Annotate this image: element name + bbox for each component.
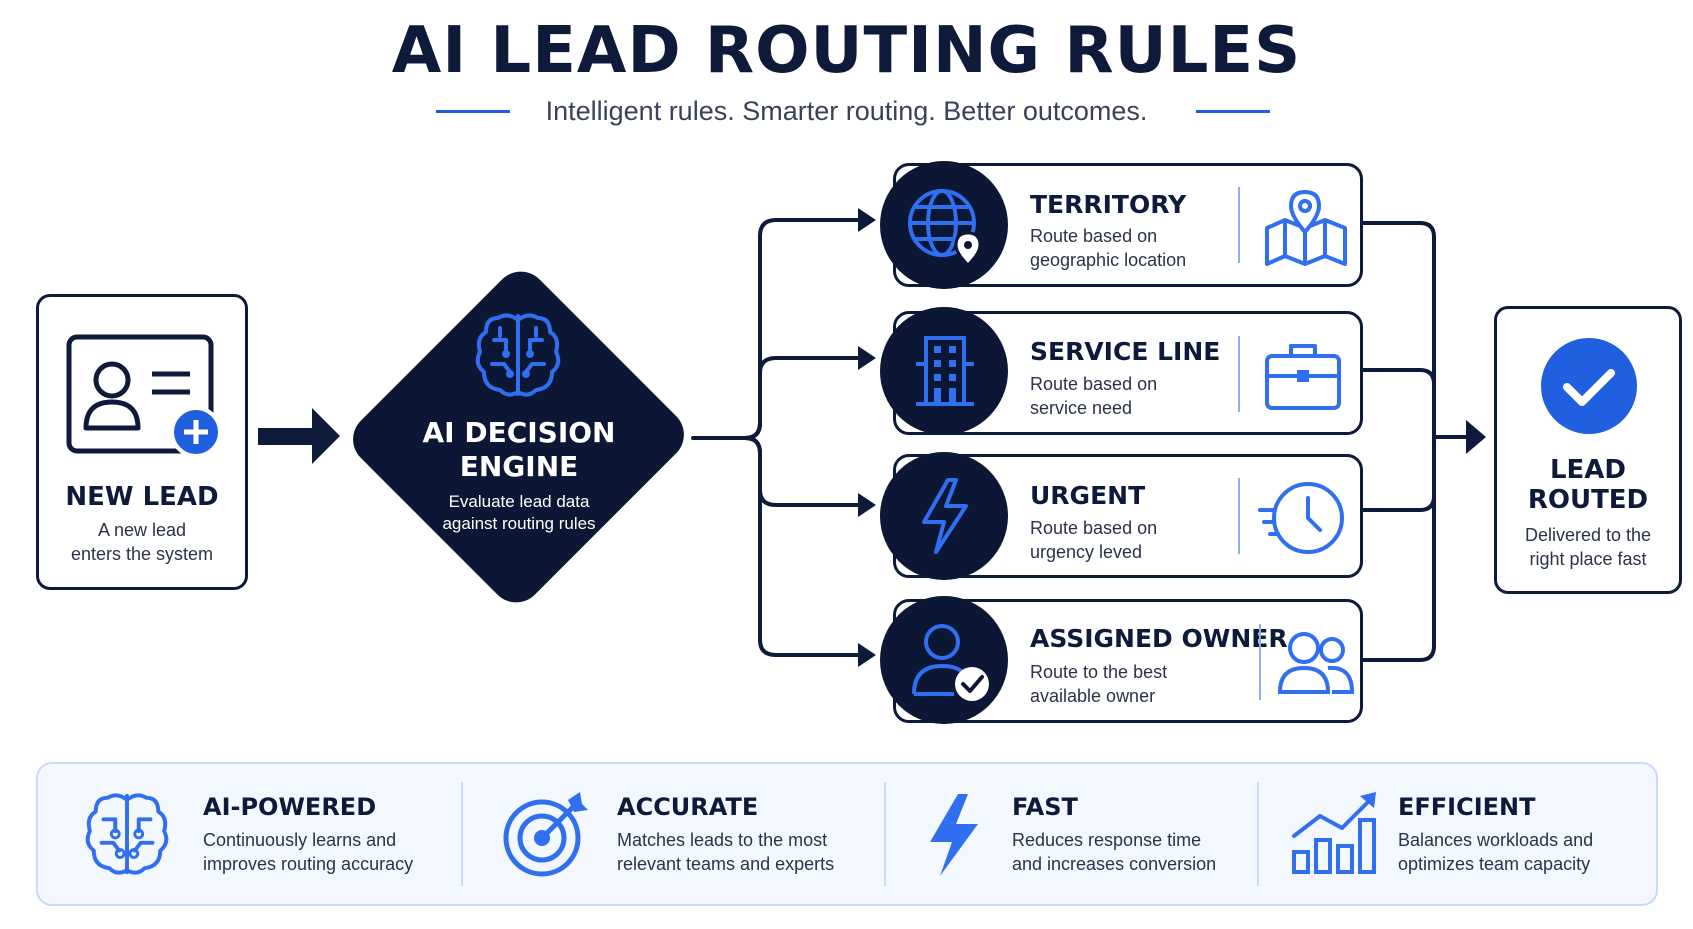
connector-assigned-owner — [743, 436, 860, 657]
rule-desc-urgent-line2: urgency leved — [1030, 542, 1143, 562]
lead-routed-title-line2: ROUTED — [1527, 485, 1649, 515]
connector-merge-service — [1361, 368, 1436, 439]
benefit-divider-3 — [1257, 782, 1259, 886]
engine-title-line1: AI DECISION — [422, 416, 616, 449]
benefit-title-efficient: EFFICIENT — [1398, 793, 1536, 821]
lead-routed-desc-line1: Delivered to the — [1524, 525, 1652, 545]
rule-desc-assigned-owner-line2: available owner — [1030, 686, 1156, 706]
new-lead-desc-line1: A new lead — [97, 520, 187, 540]
building-icon — [916, 336, 974, 406]
arrow-new-lead-to-engine — [258, 408, 340, 464]
connector-merge-urgent — [1361, 435, 1436, 512]
user-check-icon — [912, 624, 989, 701]
rule-desc-service-line-line2: service need — [1030, 398, 1133, 418]
briefcase-icon — [1265, 344, 1341, 410]
benefit-desc-accurate-line2: relevant teams and experts — [617, 854, 835, 874]
rule-title-territory: TERRITORY — [1030, 190, 1187, 219]
connector-merge-territory — [1361, 221, 1436, 439]
arrowhead-territory — [858, 208, 876, 232]
rule-desc-service-line-line1: Route based on — [1030, 374, 1158, 394]
rule-divider-service-line — [1238, 336, 1240, 412]
subtitle-rule-left — [436, 110, 510, 113]
rule-circle-urgent — [880, 452, 1008, 580]
page-subtitle: Intelligent rules. Smarter routing. Bett… — [545, 96, 1148, 126]
benefits-panel — [36, 762, 1658, 906]
arrowhead-service-line — [858, 346, 876, 370]
arrowhead-assigned-owner — [858, 643, 876, 667]
new-lead-title: NEW LEAD — [65, 482, 219, 512]
rule-divider-urgent — [1238, 478, 1240, 554]
new-lead-desc-line2: enters the system — [70, 544, 214, 564]
benefit-title-accurate: ACCURATE — [617, 793, 759, 821]
globe-pin-icon — [908, 189, 982, 268]
benefit-divider-2 — [884, 782, 886, 886]
check-circle-icon — [1541, 338, 1637, 434]
benefit-desc-accurate-line1: Matches leads to the most — [617, 830, 828, 850]
connector-merge-owner — [1361, 435, 1436, 662]
fast-clock-icon — [1258, 482, 1344, 554]
lightning-icon — [930, 794, 978, 876]
target-icon — [503, 792, 588, 877]
benefit-desc-ai-powered-line1: Continuously learns and — [203, 830, 397, 850]
rule-desc-territory-line1: Route based on — [1030, 226, 1158, 246]
benefit-title-ai-powered: AI-POWERED — [203, 793, 377, 821]
rule-circle-service-line — [880, 307, 1008, 435]
rule-divider-assigned-owner — [1259, 624, 1261, 700]
benefit-desc-fast-line2: and increases conversion — [1012, 854, 1217, 874]
brain-circuit-icon — [85, 793, 169, 875]
growth-chart-icon — [1292, 792, 1376, 874]
engine-desc-line2: against routing rules — [442, 514, 596, 533]
page-title: AI LEAD ROUTING RULES — [391, 14, 1302, 88]
rule-desc-assigned-owner-line1: Route to the best — [1030, 662, 1168, 682]
map-pin-icon — [1265, 190, 1347, 266]
arrowhead-to-routed — [1466, 420, 1486, 454]
engine-desc-line1: Evaluate lead data — [448, 492, 590, 511]
lead-routed-desc-line2: right place fast — [1529, 549, 1647, 569]
rule-divider-territory — [1238, 187, 1240, 263]
benefit-desc-efficient-line1: Balances workloads and — [1398, 830, 1594, 850]
arrowhead-urgent — [858, 493, 876, 517]
benefit-desc-efficient-line2: optimizes team capacity — [1398, 854, 1591, 874]
rule-desc-territory-line2: geographic location — [1030, 250, 1187, 270]
benefit-title-fast: FAST — [1012, 793, 1078, 821]
users-icon — [1277, 632, 1355, 694]
benefit-divider-1 — [461, 782, 463, 886]
connector-service-line — [743, 356, 860, 440]
subtitle-rule-right — [1196, 110, 1270, 113]
contact-card-add-icon — [66, 334, 222, 458]
rule-title-urgent: URGENT — [1030, 481, 1146, 510]
rule-title-service-line: SERVICE LINE — [1030, 337, 1221, 366]
rule-circle-assigned-owner — [880, 596, 1008, 724]
rule-desc-urgent-line1: Route based on — [1030, 518, 1158, 538]
rule-title-assigned-owner: ASSIGNED OWNER — [1030, 624, 1288, 653]
lead-routed-title-line1: LEAD — [1549, 455, 1627, 485]
brain-circuit-icon — [475, 313, 561, 397]
engine-title-line2: ENGINE — [459, 450, 579, 483]
benefit-desc-ai-powered-line2: improves routing accuracy — [203, 854, 414, 874]
lightning-icon — [922, 478, 968, 554]
benefit-desc-fast-line1: Reduces response time — [1012, 830, 1202, 850]
